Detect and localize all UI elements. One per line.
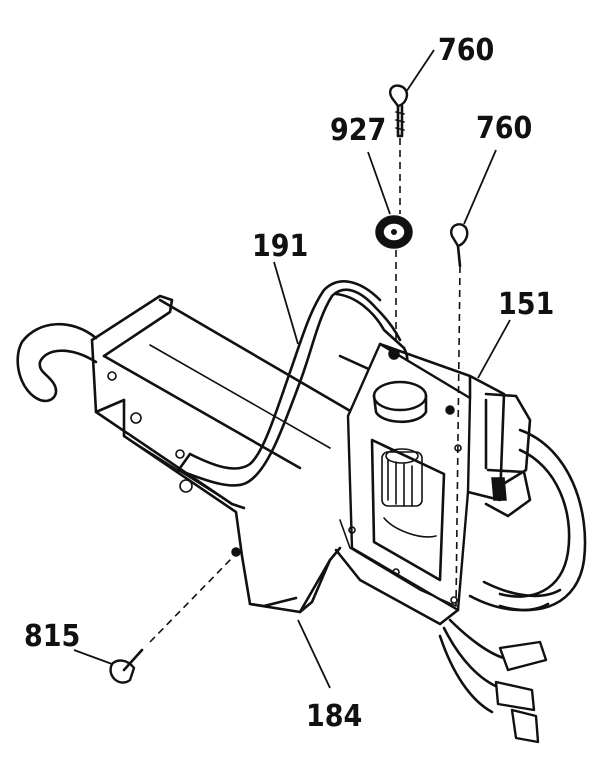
callout-927: 927: [330, 113, 386, 148]
screw-top: [389, 84, 409, 138]
screw-bottom: [109, 648, 144, 684]
washer: [375, 215, 413, 249]
callout-760-right: 760: [476, 111, 532, 146]
callout-191: 191: [252, 229, 308, 264]
leader-lines: [73, 49, 511, 689]
callout-184: 184: [306, 699, 362, 734]
assembly-axes: [149, 138, 461, 643]
callout-760-top: 760: [438, 33, 494, 68]
bracket: [16, 294, 354, 614]
motor-housing: [334, 342, 587, 744]
callout-151: 151: [498, 287, 554, 322]
screw-right: [450, 223, 469, 268]
callout-815: 815: [24, 619, 80, 654]
